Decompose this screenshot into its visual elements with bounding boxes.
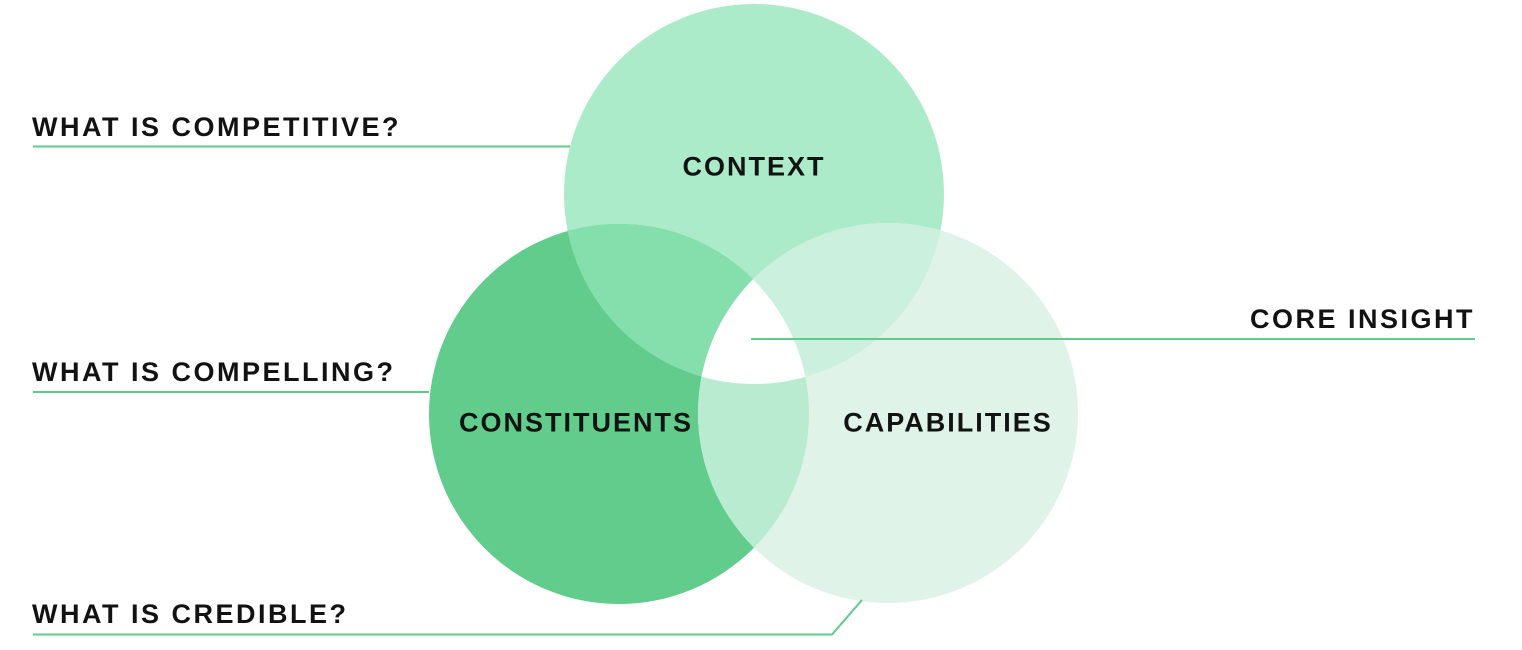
constituents-label: CONSTITUENTS — [458, 407, 694, 438]
context-label: CONTEXT — [682, 151, 826, 182]
compelling-callout-label: WHAT IS COMPELLING? — [32, 357, 396, 387]
credible-callout-label: WHAT IS CREDIBLE? — [32, 599, 349, 629]
core-insight-label: CORE INSIGHT — [1249, 304, 1475, 334]
context-constituents-overlap — [564, 224, 809, 384]
competitive-callout-label: WHAT IS COMPETITIVE? — [32, 112, 401, 142]
credible-callout-line — [33, 599, 863, 636]
context-capabilities-overlap — [698, 223, 944, 384]
capabilities-label: CAPABILITIES — [843, 407, 1053, 438]
